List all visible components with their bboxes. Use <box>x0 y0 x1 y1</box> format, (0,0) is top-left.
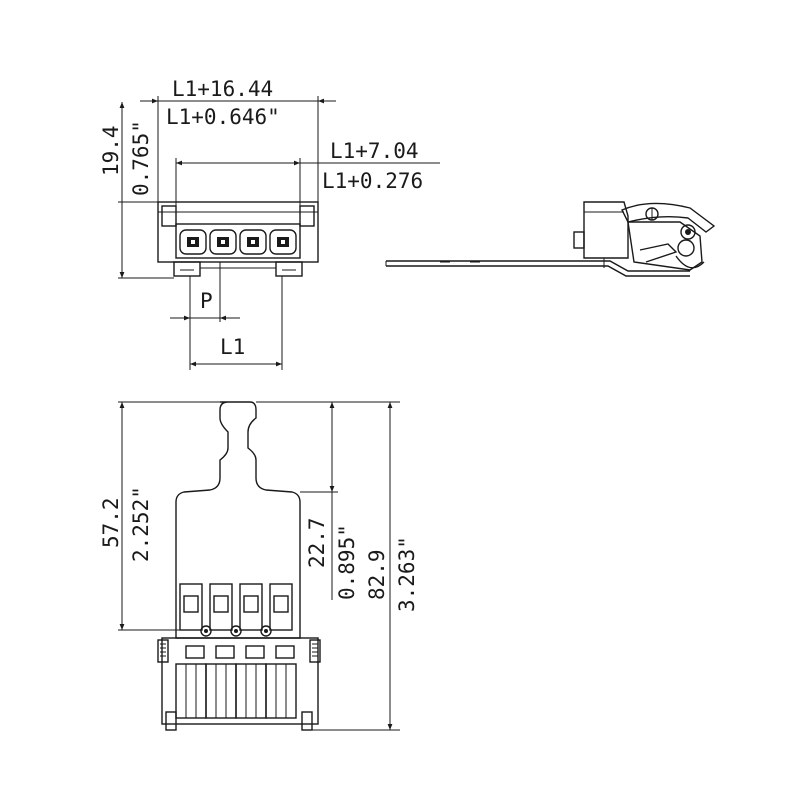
front-contact-cells <box>179 229 297 255</box>
dim-82-9-mm: 82.9 <box>365 549 389 600</box>
front-view: L1+16.44 L1+0.646" L1+7.04 L1+0.276 19.4… <box>99 77 440 370</box>
dim-l1-7-04-mm: L1+7.04 <box>330 139 419 163</box>
side-view <box>385 201 716 277</box>
dim-19-4-mm: 19.4 <box>99 125 123 176</box>
top-view-contacts <box>179 583 293 637</box>
dim-l1: L1 <box>220 335 245 359</box>
dim-0-895-in: 0.895" <box>335 524 359 600</box>
dim-3-263-in: 3.263" <box>395 536 419 612</box>
dim-22-7-mm: 22.7 <box>305 517 329 568</box>
dim-0-765-in: 0.765" <box>129 120 153 196</box>
top-view: 57.2 2.252" 22.7 0.895" 82.9 3.263" <box>99 401 419 731</box>
dim-l1-0-276-in: L1+0.276 <box>322 169 423 193</box>
dim-l1-0-646-in: L1+0.646" <box>166 105 280 129</box>
dim-57-2-mm: 57.2 <box>99 497 123 548</box>
dim-pitch: P <box>200 289 213 313</box>
dim-2-252-in: 2.252" <box>129 486 153 562</box>
dim-l1-16-44-mm: L1+16.44 <box>172 77 273 101</box>
